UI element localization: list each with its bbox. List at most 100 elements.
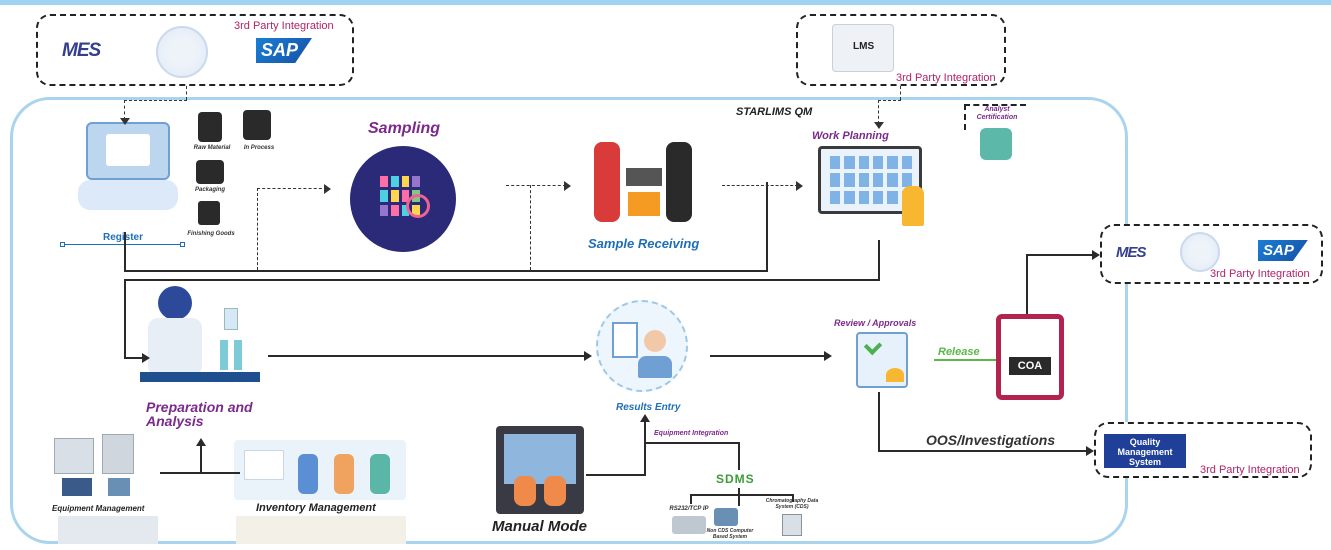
checkmark-icon: [863, 336, 883, 356]
dashed-connector: [900, 86, 901, 100]
sdms-source-label: RS232/TCP IP: [669, 506, 709, 512]
integration-box-right-upper: MES SAP 3rd Party Integration: [1100, 224, 1323, 284]
arrow-head-icon: [824, 351, 832, 361]
coa-label: COA: [1009, 357, 1051, 375]
connector: [160, 472, 240, 474]
qms-badge: Quality Management System: [1104, 434, 1186, 468]
release-label: Release: [938, 346, 980, 358]
material-type-label: Finishing Goods: [187, 231, 235, 237]
device-icon: [672, 516, 706, 534]
equipment-management-label: Equipment Management: [52, 504, 145, 513]
dashed-connector: [878, 100, 879, 124]
sdms-label: SDMS: [716, 472, 755, 486]
work-planning-label: Work Planning: [812, 130, 889, 142]
arrow-head-icon: [796, 181, 803, 191]
review-approvals-label: Review / Approvals: [834, 318, 917, 328]
connector: [644, 442, 740, 444]
integration-box-lms: LMS 3rd Party Integration: [796, 14, 1006, 86]
integration-label: 3rd Party Integration: [1200, 464, 1300, 476]
arrow-head-icon: [874, 122, 884, 129]
computer-icon: [714, 508, 738, 526]
lms-screen-icon: LMS: [832, 24, 894, 72]
equipment-integration-label: Equipment Integration: [654, 430, 729, 437]
integration-box-qms: Quality Management System 3rd Party Inte…: [1094, 422, 1312, 478]
connector: [792, 494, 794, 502]
integration-box-top-left: MES SAP 3rd Party Integration: [36, 14, 354, 86]
dashed-connector: [722, 185, 798, 186]
sap-logo: SAP: [1258, 240, 1308, 261]
connector: [200, 444, 202, 474]
dashed-connector: [186, 86, 187, 100]
sample-receiving-label: Sample Receiving: [588, 236, 700, 251]
finishing-goods-icon: [198, 201, 220, 225]
handle-icon: [180, 242, 185, 247]
inventory-illustration: [234, 440, 406, 500]
magnifier-icon: [406, 194, 430, 218]
material-type-label: In Process: [243, 145, 275, 151]
arrow-head-icon: [196, 438, 206, 446]
integration-label: 3rd Party Integration: [234, 20, 334, 32]
mes-logo: MES: [62, 40, 101, 61]
material-type-label: Packaging: [194, 187, 225, 193]
dashed-connector: [530, 185, 531, 270]
certificate-icon: [980, 128, 1012, 160]
preparation-illustration: [140, 282, 260, 392]
register-underline: [62, 244, 184, 245]
equipment-images-row: [58, 516, 158, 544]
material-type-label: Raw Material: [193, 145, 231, 151]
inventory-management-label: Inventory Management: [256, 502, 376, 514]
connector: [690, 494, 692, 504]
connector: [766, 182, 768, 272]
register-label: Register: [103, 232, 144, 243]
dashed-connector: [124, 100, 125, 120]
sampling-label: Sampling: [368, 120, 441, 137]
coa-document: COA: [996, 314, 1064, 400]
arrow-head-icon: [142, 353, 150, 363]
connector: [1026, 254, 1028, 314]
arrow-head-icon: [120, 118, 130, 125]
globe-logo-icon: [156, 26, 208, 78]
raw-material-icon: [198, 112, 222, 142]
starlims-qm-label: STARLIMS QM: [736, 106, 813, 118]
results-entry-illustration: [596, 300, 688, 392]
inventory-images-row: [236, 516, 406, 544]
sap-logo: SAP: [256, 38, 313, 63]
dashed-connector: [124, 100, 187, 101]
connector: [878, 450, 1088, 452]
connector: [710, 355, 826, 357]
connector: [124, 279, 880, 281]
stamp-icon: [886, 368, 904, 382]
in-process-icon: [243, 110, 271, 140]
work-planning-illustration: [818, 146, 930, 230]
sdms-source-label: Non CDS Computer Based System: [706, 528, 754, 540]
manual-mode-label: Manual Mode: [492, 518, 588, 535]
dashed-connector: [506, 185, 566, 186]
register-illustration: [72, 122, 184, 222]
oos-investigations-label: OOS/Investigations: [926, 432, 1056, 448]
top-accent-bar: [0, 0, 1331, 5]
handle-icon: [60, 242, 65, 247]
connector: [878, 240, 880, 280]
analyst-cert-bracket: [964, 104, 1026, 130]
release-connector: [934, 359, 996, 361]
equipment-illustration: [48, 434, 158, 498]
connector: [644, 420, 646, 476]
manual-mode-illustration: [496, 426, 584, 514]
connector: [1026, 254, 1094, 256]
connector: [124, 357, 144, 359]
integration-label: 3rd Party Integration: [896, 72, 996, 84]
arrow-head-icon: [1086, 446, 1094, 456]
connector: [124, 279, 126, 359]
sampling-illustration: [350, 146, 456, 252]
arrow-head-icon: [640, 414, 650, 422]
globe-logo-icon: [1180, 232, 1220, 272]
arrow-head-icon: [1092, 250, 1100, 260]
arrow-head-icon: [324, 184, 331, 194]
preparation-label: Preparation and Analysis: [146, 399, 253, 429]
connector: [738, 488, 740, 506]
mes-logo: MES: [1116, 244, 1146, 261]
connector: [738, 442, 740, 470]
connector: [690, 494, 794, 496]
dashed-connector: [257, 188, 327, 189]
dashed-connector: [878, 100, 901, 101]
